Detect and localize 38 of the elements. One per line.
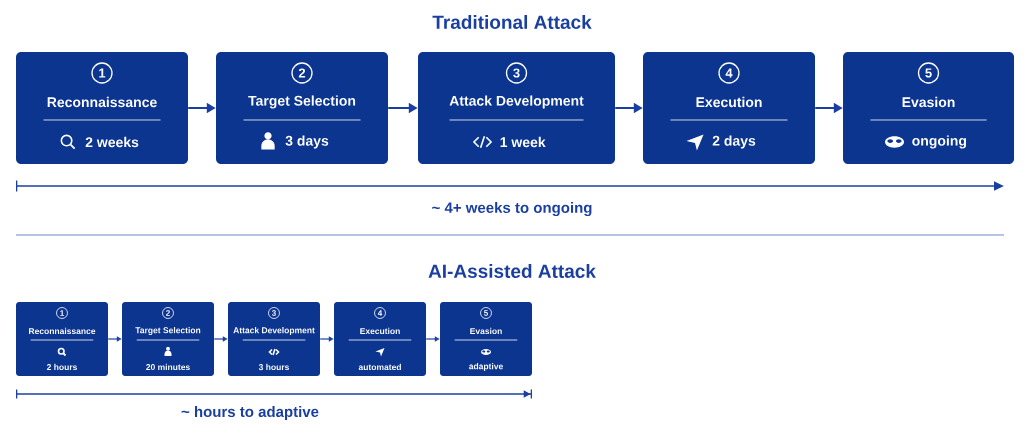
step-title: Evasion (470, 327, 502, 335)
arrow (319, 336, 334, 342)
step-number: 5 (480, 307, 492, 319)
step-title: Target Selection (135, 327, 201, 335)
step-title: Evasion (902, 96, 955, 108)
arrow (213, 336, 228, 342)
step-number: 1 (56, 307, 68, 319)
step-title: Attack Development (449, 95, 584, 109)
arrow (425, 336, 440, 342)
timeline-caption: ~ 4+ weeks to ongoing (432, 201, 592, 217)
timeline-caption: ~ hours to adaptive (181, 406, 319, 420)
duration-text: 20 minutes (146, 363, 190, 371)
section-heading: Traditional Attack (432, 15, 592, 29)
step-title: Reconnaissance (47, 96, 157, 108)
step-title: Reconnaissance (29, 327, 96, 335)
duration-text: 2 hours (46, 363, 77, 371)
section-heading: AI-Assisted Attack (428, 264, 596, 278)
duration-text: automated (358, 363, 401, 371)
duration-text: 3 hours (258, 363, 289, 371)
step-number: 3 (268, 307, 280, 319)
duration-text: 1 week (500, 136, 546, 148)
duration-text: 3 days (285, 135, 329, 149)
step-number: 1 (91, 62, 113, 84)
step-number: 2 (162, 307, 174, 319)
step-title: Attack Development (233, 327, 315, 335)
duration-text: 2 weeks (85, 136, 139, 148)
step-title: Target Selection (248, 95, 356, 109)
duration-text: ongoing (912, 135, 966, 149)
step-number: 4 (374, 307, 386, 319)
step-number: 3 (505, 62, 528, 84)
step-number: 5 (917, 62, 940, 84)
step-title: Execution (696, 96, 762, 108)
duration-text: adaptive (469, 363, 503, 371)
step-number: 4 (718, 62, 740, 84)
step-number: 2 (291, 62, 313, 84)
step-title: Execution (360, 327, 400, 335)
duration-text: 2 days (712, 135, 756, 149)
arrow (107, 336, 122, 342)
